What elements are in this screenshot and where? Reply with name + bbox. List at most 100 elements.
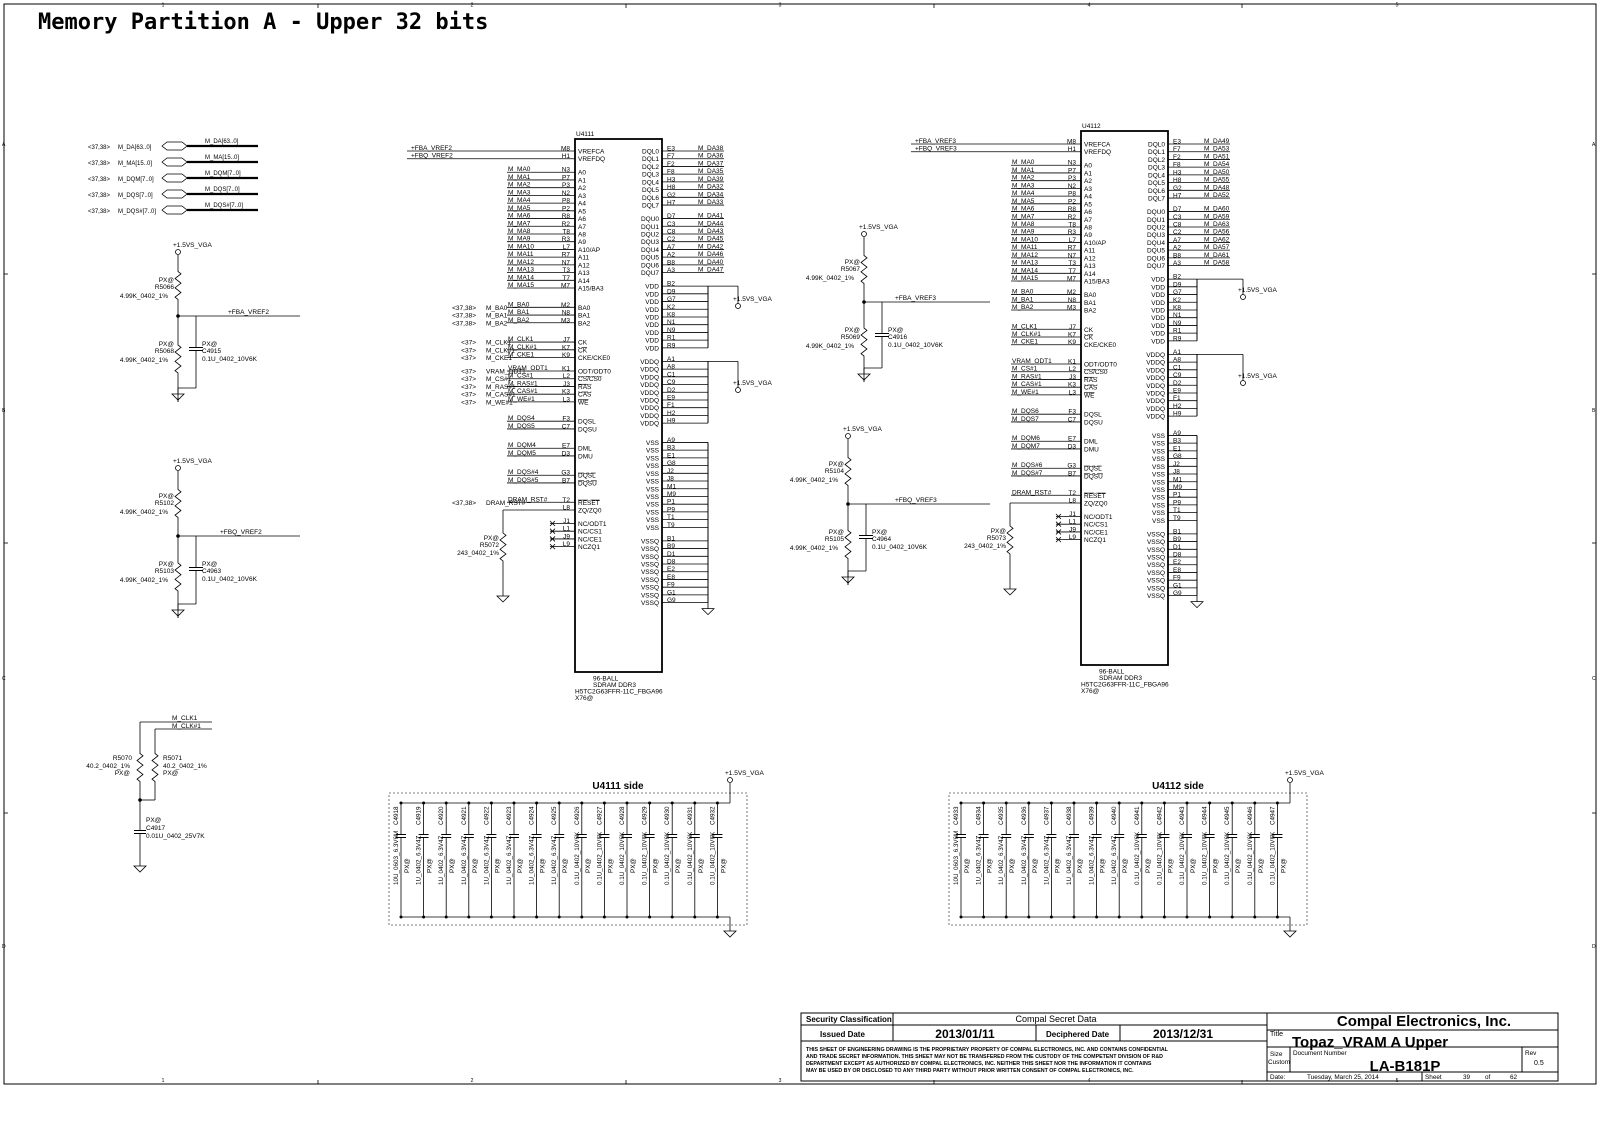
pin-name: DQU0 [641, 216, 659, 223]
net-label: M_DQM6 [1012, 435, 1040, 442]
junction-dot [648, 915, 652, 919]
net-label: M_CLK#1 [508, 344, 537, 351]
off-page-net: M_WE#1 [486, 399, 513, 406]
pin-name: VDD [645, 299, 659, 306]
ball-id: D9 [1173, 281, 1182, 288]
junction-dot [1117, 801, 1121, 805]
pin-name: VSS [646, 440, 660, 447]
vref-net-label: +FBA_VREF2 [228, 309, 269, 316]
notice-line: MAY BE USED BY OR DISCLOSED TO ANY THIRD… [806, 1068, 1134, 1074]
ball-id: N7 [562, 259, 571, 266]
ball-id: C7 [562, 423, 571, 430]
pin-name: DQSL [1084, 466, 1102, 473]
ball-id: R3 [1068, 229, 1077, 236]
pin-name: WE [578, 399, 589, 406]
junction-dot [1027, 801, 1031, 805]
net-label: M_MA8 [1012, 221, 1035, 228]
ic-part-text: 96-BALL [1099, 669, 1125, 676]
ground-symbol [171, 388, 185, 401]
rail-label: +1.5VS_VGA [1238, 373, 1278, 380]
ball-id: E9 [1173, 387, 1181, 394]
power-rail: +1.5VS_VGA [1238, 287, 1278, 300]
bus-connector [161, 141, 188, 151]
pin-name: NC/CS1 [1084, 522, 1108, 529]
ball-id: C9 [667, 379, 676, 386]
zq-value: 243_0402_1% [457, 550, 499, 557]
ball-id: J1 [563, 518, 570, 525]
net-label: M_DQS7 [1012, 416, 1039, 423]
vref-network-1: +1.5VS_VGA+FBQ_VREF2PX@R51024.99K_0402_1… [120, 458, 300, 618]
ball-id: P2 [1068, 198, 1076, 205]
net-label: M_MA11 [1012, 244, 1038, 251]
pin-name: A7 [1084, 217, 1092, 224]
cap-px: PX@ [202, 561, 218, 568]
r-top-value: 4.99K_0402_1% [806, 275, 854, 282]
decap-px: PX@ [1145, 858, 1152, 873]
junction-dot [1004, 915, 1008, 919]
cap-ref: C4916 [888, 334, 908, 341]
pin-name: VSSQ [641, 546, 659, 553]
ball-id: D8 [667, 559, 676, 566]
power-rail: +1.5VS_VGA [173, 458, 213, 471]
pin-name: A4 [578, 201, 586, 208]
off-page-ref: <37> [461, 399, 476, 406]
pin-name: VDDQ [640, 390, 659, 397]
pin-name: DQU6 [1147, 255, 1165, 262]
net-label: M_DA34 [698, 191, 724, 198]
pin-name: CK [578, 340, 588, 347]
pin-name: DQL3 [1148, 165, 1165, 172]
decap-value: 1U_0402_6.3V4Z [506, 835, 513, 885]
pin-name: VSS [646, 486, 660, 493]
ball-id: K8 [667, 311, 675, 318]
ball-id: H3 [1173, 169, 1182, 176]
net-label: M_MA5 [1012, 198, 1035, 205]
pin-name: DQU0 [1147, 209, 1165, 216]
junction-dot [1072, 801, 1076, 805]
net-label: M_MA7 [1012, 213, 1035, 220]
pin-name: A10/AP [1084, 240, 1106, 247]
net-label: M_MA15 [508, 282, 534, 289]
pin-name: VSS [1152, 441, 1166, 448]
pin-name: A2 [1084, 178, 1092, 185]
pin-name: NC/CE1 [578, 536, 602, 543]
pin-name: VSS [1152, 510, 1166, 517]
pin-name: VSSQ [641, 569, 659, 576]
notice-line: DEPARTMENT EXCEPT AS AUTHORIZED BY COMPA… [806, 1061, 1152, 1067]
resistor-symbol [174, 316, 182, 402]
pin-name: VDD [645, 291, 659, 298]
zq-ref: R5072 [480, 542, 500, 549]
decap-px: PX@ [1167, 858, 1174, 873]
pin-name: DML [578, 446, 592, 453]
no-connect-mark [549, 543, 556, 550]
net-label: +FBA_VREF2 [411, 145, 452, 152]
